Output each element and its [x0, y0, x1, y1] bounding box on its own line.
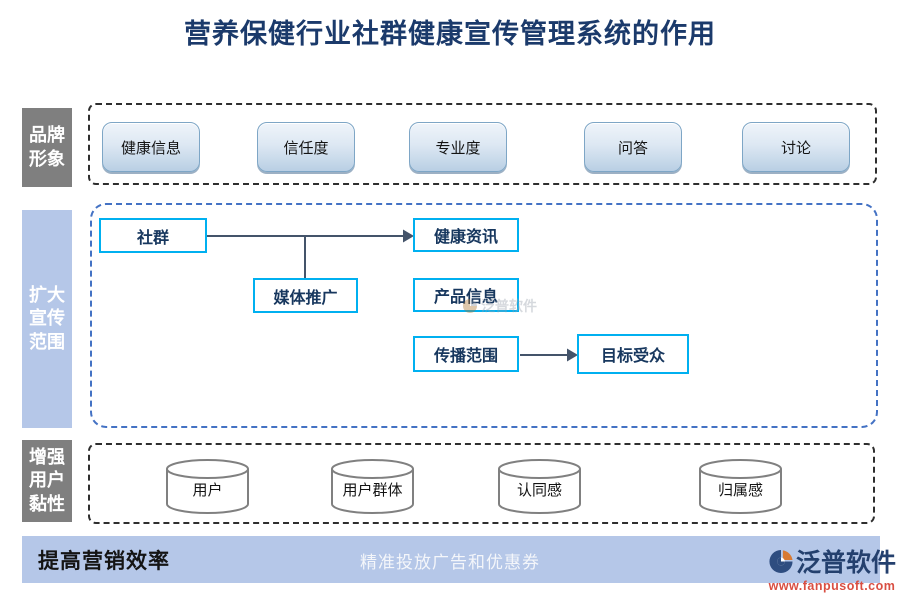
- footer-bar: [22, 536, 880, 583]
- row-label-user-stickiness: 增强用户黏性: [22, 440, 72, 522]
- vendor-logo-icon: [769, 549, 793, 573]
- row-label-brand-image: 品牌形象: [22, 108, 72, 187]
- pill-qa: 问答: [584, 122, 682, 172]
- cylinder-user-groups-label: 用户群体: [342, 482, 402, 499]
- node-media-promotion: 媒体推广: [253, 278, 358, 313]
- cylinder-identification: 认同感: [497, 458, 582, 516]
- node-spread-scope: 传播范围: [413, 336, 519, 372]
- pill-health-information: 健康信息: [102, 122, 200, 172]
- vendor-name: 泛普软件: [795, 549, 896, 577]
- row-label-expand-publicity: 扩大宣传范围: [22, 210, 72, 428]
- vendor-url: www.fanpusoft.com: [768, 579, 896, 593]
- cylinder-users: 用户: [165, 458, 250, 516]
- pill-discussion: 讨论: [742, 122, 850, 172]
- user-stickiness-group-box: [88, 443, 875, 524]
- pill-trust: 信任度: [257, 122, 355, 172]
- node-community: 社群: [99, 218, 207, 253]
- cylinder-belonging: 归属感: [698, 458, 783, 516]
- footer-marketing-efficiency-label: 提高营销效率: [38, 549, 170, 573]
- vendor-logo: 泛普软件 www.fanpusoft.com: [768, 543, 896, 593]
- publicity-flow-group-box: [90, 203, 878, 428]
- brand-image-group-box: [88, 103, 877, 185]
- footer-precise-ads-label: 精准投放广告和优惠券: [360, 552, 540, 572]
- cylinder-user-groups: 用户群体: [330, 458, 415, 516]
- node-product-info: 产品信息: [413, 278, 519, 312]
- cylinder-identification-label: 认同感: [517, 482, 562, 499]
- cylinder-users-label: 用户: [192, 482, 222, 499]
- node-health-info: 健康资讯: [413, 218, 519, 252]
- node-target-audience: 目标受众: [577, 334, 689, 374]
- pill-professionalism: 专业度: [409, 122, 507, 172]
- page-title: 营养保健行业社群健康宣传管理系统的作用: [184, 19, 716, 49]
- cylinder-belonging-label: 归属感: [718, 482, 763, 499]
